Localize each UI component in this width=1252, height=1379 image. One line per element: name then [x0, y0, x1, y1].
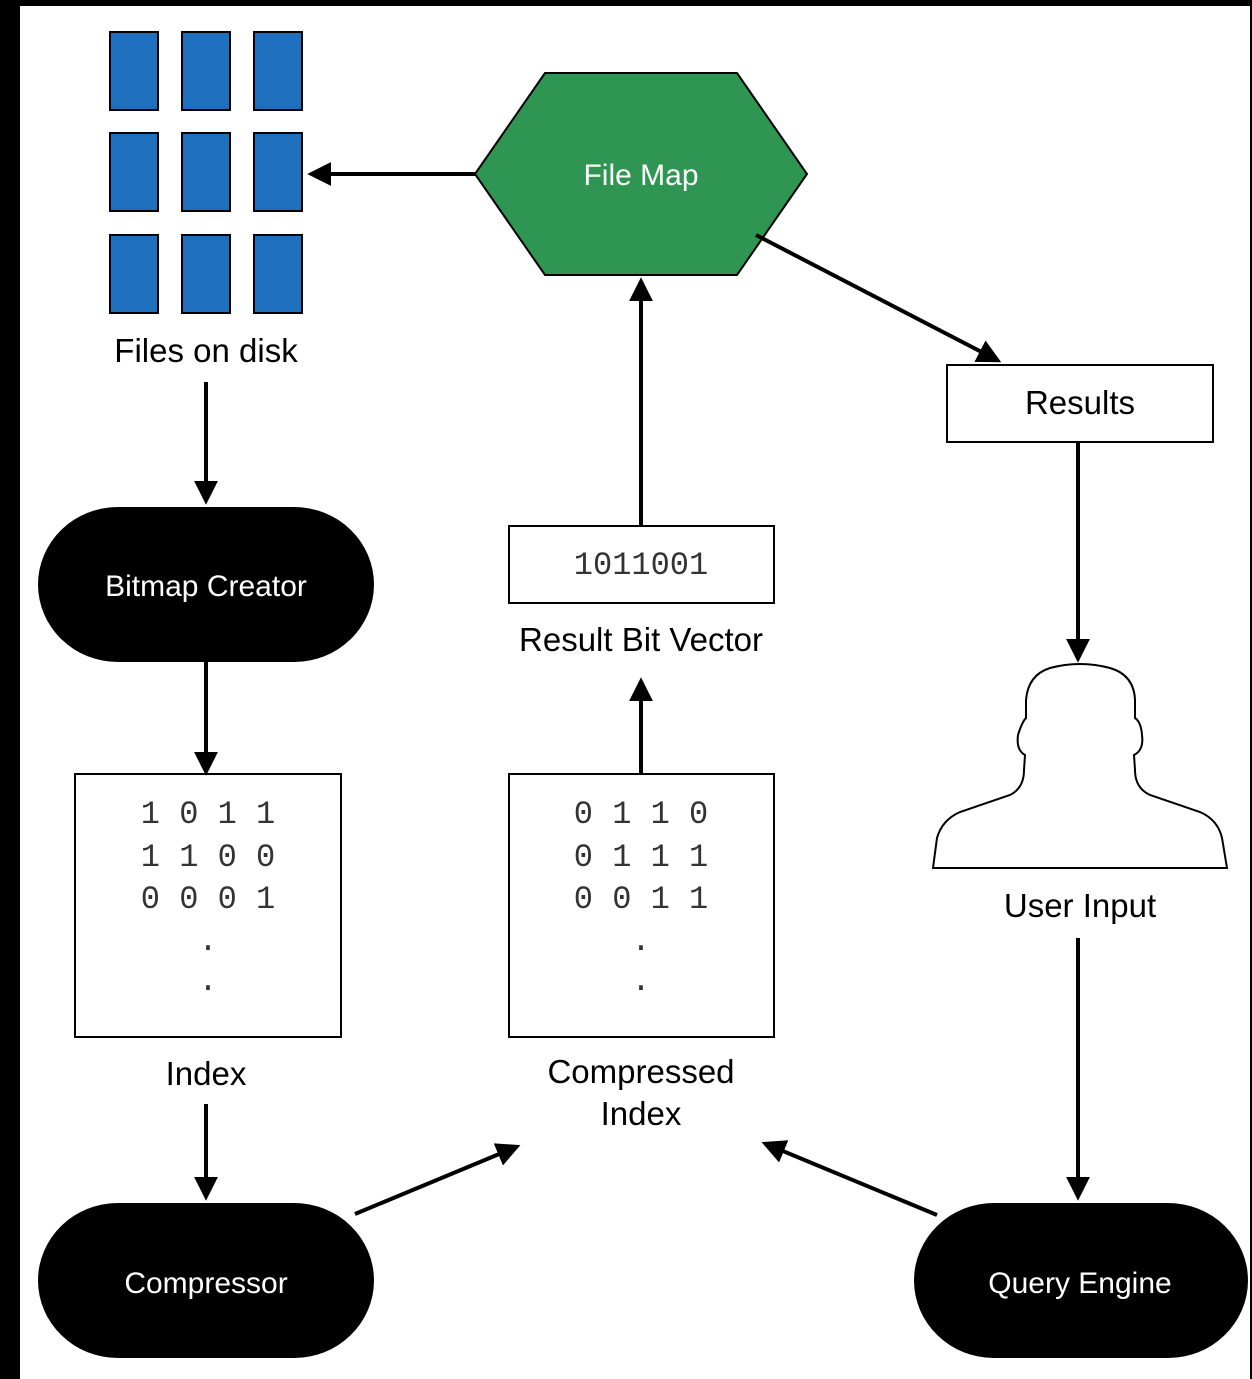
query-engine-label: Query Engine	[988, 1267, 1171, 1300]
file-block	[181, 234, 231, 314]
file-map-label: File Map	[583, 159, 698, 192]
files-on-disk-label: Files on disk	[114, 332, 298, 369]
compressor-node	[38, 1203, 374, 1358]
compressed-index-row: .	[631, 963, 650, 1000]
bitmap-creator-label: Bitmap Creator	[105, 570, 307, 603]
edge-query-engine-to-compressed-index	[761, 1140, 938, 1217]
compressed-index-row: .	[631, 923, 650, 960]
compressed-index-row: 0 1 1 0	[574, 796, 708, 833]
edge-file-map-to-results	[755, 233, 1002, 363]
edge-compressor-to-compressed-index	[354, 1143, 521, 1216]
index-row: 1 1 0 0	[141, 839, 275, 876]
index-row: 1 0 1 1	[141, 796, 275, 833]
index-label: Index	[166, 1055, 247, 1092]
compressed-index-label-line1: Compressed	[547, 1053, 734, 1090]
file-block	[181, 132, 231, 212]
file-block	[109, 31, 159, 111]
index-row: .	[198, 963, 217, 1000]
file-block	[253, 31, 303, 111]
index-row: .	[198, 923, 217, 960]
files-on-disk-icon	[109, 31, 303, 314]
file-block	[181, 31, 231, 111]
results-label: Results	[1025, 384, 1135, 421]
bitmap-creator-node	[38, 507, 374, 662]
file-block	[109, 132, 159, 212]
index-row: 0 0 0 1	[141, 881, 275, 918]
compressed-index-rows: 0 1 1 0 0 1 1 1 0 0 1 1 . .	[574, 796, 708, 1000]
results-node	[946, 364, 1214, 443]
file-block	[253, 132, 303, 212]
user-input-label: User Input	[1004, 887, 1156, 924]
file-block	[109, 234, 159, 314]
file-map-node	[473, 72, 809, 276]
compressed-index-label-line2: Index	[601, 1095, 682, 1132]
result-bit-vector-value: 1011001	[574, 547, 708, 584]
compressed-index-row: 0 0 1 1	[574, 881, 708, 918]
result-bit-vector-node	[508, 525, 775, 604]
index-rows: 1 0 1 1 1 1 0 0 0 0 0 1 . .	[141, 796, 275, 1000]
compressor-label: Compressor	[124, 1267, 287, 1300]
file-block	[253, 234, 303, 314]
query-engine-node	[914, 1203, 1248, 1358]
result-bit-vector-label: Result Bit Vector	[519, 621, 763, 658]
user-silhouette-icon	[931, 663, 1229, 869]
index-node	[74, 773, 342, 1038]
compressed-index-row: 0 1 1 1	[574, 839, 708, 876]
